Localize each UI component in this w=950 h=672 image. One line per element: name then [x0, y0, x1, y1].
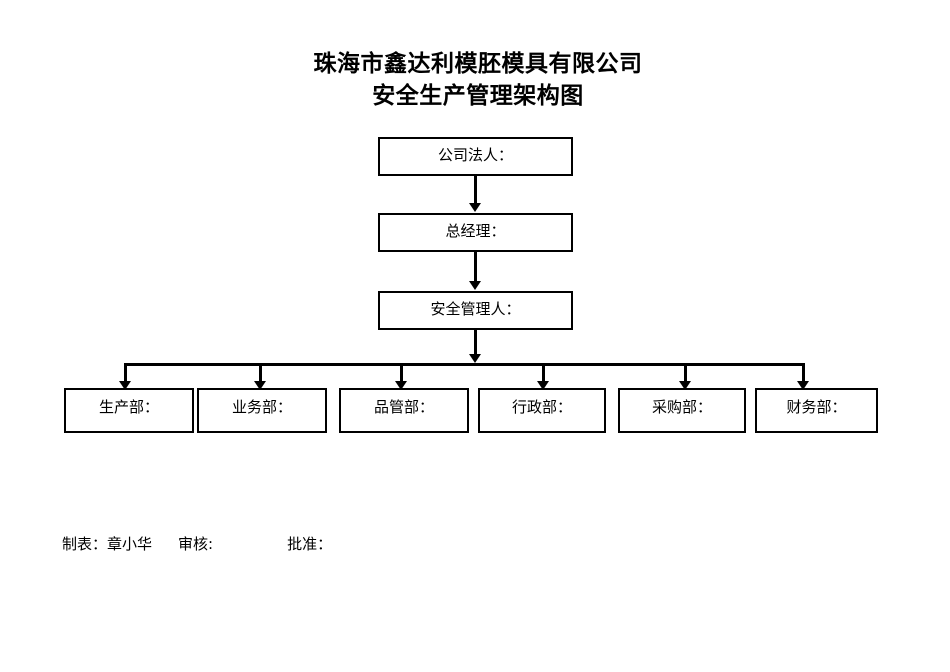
arrow-head-bus-to-dept-1	[254, 381, 266, 390]
node-general-manager-label: 总经理：	[445, 222, 506, 240]
node-department-production-label: 生产部：	[98, 398, 159, 416]
node-department-quality-label: 品管部：	[373, 398, 434, 416]
arrow-head-legal-to-gm	[469, 203, 481, 212]
connector-bus-to-dept-1	[259, 363, 262, 382]
arrow-head-bus-to-dept-4	[679, 381, 691, 390]
arrow-head-bus-to-dept-3	[537, 381, 549, 390]
arrow-head-safety-to-bus	[469, 354, 481, 363]
signature-maker-value: 章小华	[107, 535, 153, 553]
arrow-head-bus-to-dept-2	[395, 381, 407, 390]
node-department-purchasing-label: 采购部：	[651, 398, 712, 416]
page-title: 珠海市鑫达利模胚模具有限公司 安全生产管理架构图	[0, 48, 950, 112]
node-safety-manager[interactable]: 安全管理人：	[378, 291, 573, 330]
arrow-head-bus-to-dept-5	[797, 381, 809, 390]
signature-row: 制表：章小华 审核: 批准：	[62, 534, 332, 554]
title-line-company: 珠海市鑫达利模胚模具有限公司	[313, 51, 643, 77]
connector-department-bus	[124, 363, 805, 366]
connector-gm-to-safety	[474, 252, 477, 282]
node-department-business-label: 业务部：	[231, 398, 292, 416]
connector-bus-to-dept-0	[124, 363, 127, 382]
signature-maker-label: 制表：	[62, 535, 108, 553]
connector-safety-to-bus	[474, 330, 477, 355]
connector-legal-to-gm	[474, 176, 477, 204]
signature-reviewer-label: 审核:	[178, 535, 214, 553]
node-department-finance[interactable]: 财务部：	[755, 388, 878, 433]
arrow-head-bus-to-dept-0	[119, 381, 131, 390]
node-department-purchasing[interactable]: 采购部：	[618, 388, 746, 433]
node-safety-manager-label: 安全管理人：	[430, 300, 521, 318]
node-department-finance-label: 财务部：	[786, 398, 847, 416]
connector-bus-to-dept-4	[684, 363, 687, 382]
title-line-subject: 安全生产管理架构图	[372, 83, 584, 109]
node-general-manager[interactable]: 总经理：	[378, 213, 573, 252]
arrow-head-gm-to-safety	[469, 281, 481, 290]
node-department-business[interactable]: 业务部：	[197, 388, 327, 433]
node-department-quality[interactable]: 品管部：	[339, 388, 469, 433]
connector-bus-to-dept-3	[542, 363, 545, 382]
signature-approver-label: 批准：	[287, 535, 333, 553]
node-department-production[interactable]: 生产部：	[64, 388, 194, 433]
node-legal-person-label: 公司法人：	[437, 146, 513, 164]
node-department-administration[interactable]: 行政部：	[478, 388, 606, 433]
connector-bus-to-dept-2	[400, 363, 403, 382]
connector-bus-to-dept-5	[802, 363, 805, 382]
node-legal-person[interactable]: 公司法人：	[378, 137, 573, 176]
node-department-administration-label: 行政部：	[511, 398, 572, 416]
